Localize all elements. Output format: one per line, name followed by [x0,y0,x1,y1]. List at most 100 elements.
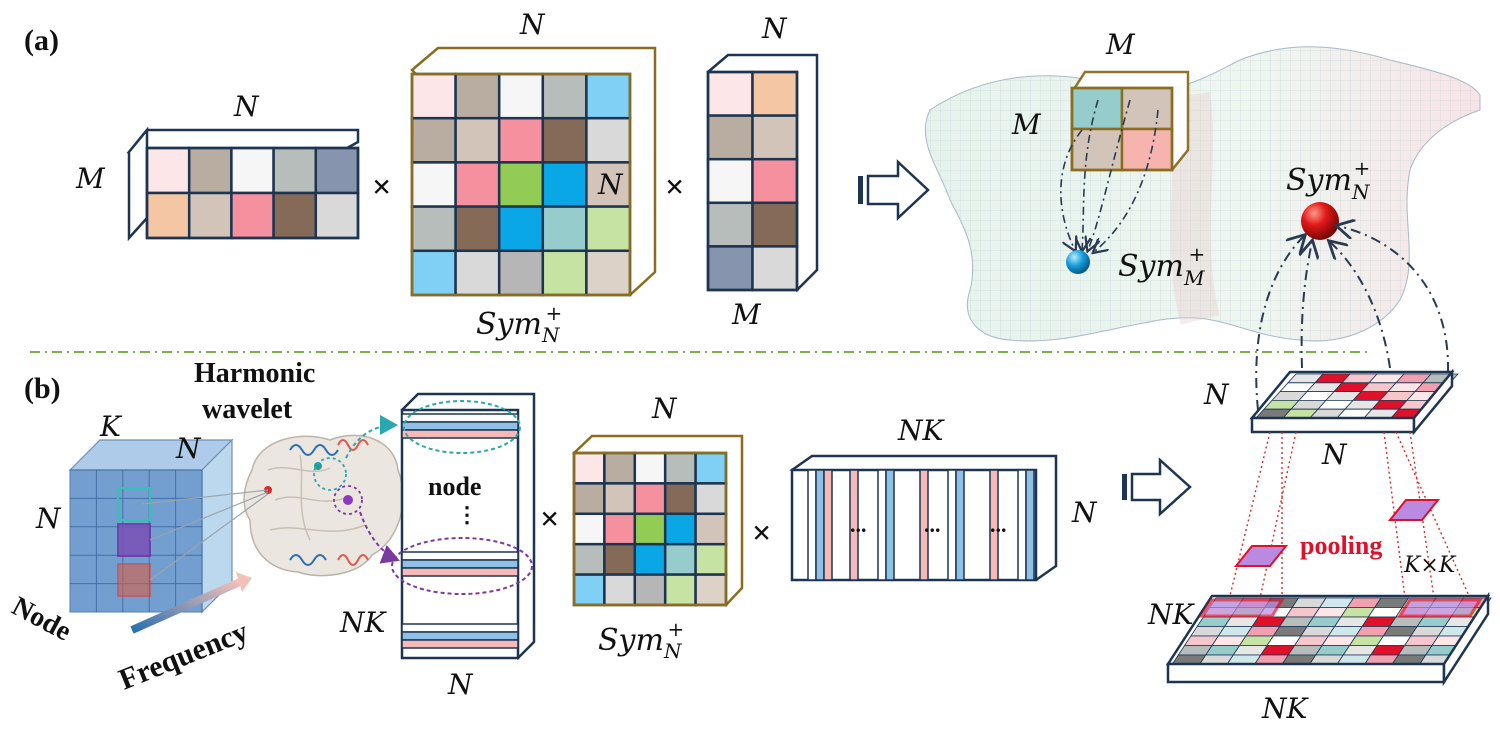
times-b-1: × [540,501,559,538]
panel-a-tag: (a) [24,24,59,57]
pooling-links [1225,431,1471,627]
cube-n-top-label: N [175,432,202,465]
small-matrix-top-label: M [1105,28,1136,61]
matrix-cell [497,205,545,253]
matrix-cell [603,451,637,485]
matrix-cell [454,116,501,164]
wide-stripe-blue [1025,469,1035,581]
harmonic-wavelet-title-1: Harmonic [194,358,315,389]
matrix-cell [663,482,697,516]
frequency-arrowhead [236,572,252,592]
matrix-cell [585,205,632,253]
matrix-cell [541,249,588,297]
cube-n-side-label: N [35,502,62,535]
matrix-cell [694,451,728,485]
wide-stripe-pink [823,469,833,581]
center-a-side-label: N [597,168,624,201]
matrix-cell [603,512,637,546]
matrix-cell [706,157,754,205]
wide-stripe-blue [955,469,965,581]
matrix-cell [706,245,754,292]
tall-stripe-blue [401,631,519,641]
wide-stripe-white [877,469,887,581]
matrix-cell [633,573,667,607]
cube-node-axis: Node [7,591,77,648]
matrix-cell [541,72,588,120]
matrix-cell [694,482,728,516]
times-a-1: × [372,169,391,206]
wide-stripe-white [807,469,817,581]
matrix-cell [694,512,728,546]
matrix-cell [497,116,545,164]
matrix-cell [694,573,728,607]
matrix-cell [1120,127,1174,172]
matrix-cell [603,542,637,576]
left-matrix-width-label: N [233,90,260,123]
center-b-top-label: N [651,392,678,425]
frequency-arrow [130,578,242,634]
matrix-cell [751,201,799,248]
matrix-cell [633,451,667,485]
matrix-cell [1070,86,1124,131]
matrix-cell [572,482,606,516]
projection-arrows-a [1060,99,1159,252]
projection-arrows-b [1255,226,1450,411]
wide-matrix-b: ... ... ... NK N [789,414,1098,582]
harmonic-wavelet-title-2: wavelet [202,394,293,425]
matrix-cell [572,573,606,607]
matrix-cell [706,114,754,161]
wide-stripe-white [947,469,957,581]
tall-stripe-white [401,623,519,633]
matrix-cell [751,70,799,117]
wide-stripe-pink [849,469,859,581]
small-plate: N N [1203,368,1459,471]
left-matrix-height-label: M [75,162,106,195]
pooling-label: pooling [1300,531,1382,560]
center-a-top-label: N [519,8,546,41]
tall-stripe-white [401,551,519,561]
red-sphere [1301,202,1339,240]
matrix-cell [572,451,606,485]
matrix-cell [1120,86,1174,131]
matrix-cell [454,249,501,297]
wide-side-label: N [1071,496,1098,529]
blue-sphere-label: SymM+ [1118,242,1205,290]
matrix-cell [633,482,667,516]
small-plate-side-label: N [1203,378,1230,411]
matrix-cell [145,146,191,195]
right-a-top-label: N [761,12,788,45]
matrix-cell [410,72,457,120]
matrix-cell [541,116,588,164]
matrix-cell [497,161,545,208]
times-a-2: × [665,169,684,206]
matrix-cell [572,542,606,576]
node-frequency-cube: K N N Node Frequency [7,410,253,696]
matrix-cell [314,146,360,195]
matrix-cell [706,70,754,117]
big-plate: NK NK [1147,591,1492,725]
matrix-cell [694,542,728,576]
matrix-cell [585,72,632,120]
matrix-cell [272,146,318,195]
matrix-cell [603,573,637,607]
tall-stripe-pink [401,639,519,649]
tall-node-text: node [428,472,481,501]
big-plate-side-label: NK [1147,598,1196,631]
matrix-cell [1070,127,1124,172]
matrix-cell [663,451,697,485]
wide-top-label: NK [897,414,946,447]
center-matrix-b: N SymN+ [572,392,744,663]
tall-stripe-blue [401,559,519,569]
matrix-cell [410,161,457,208]
wide-dots-3: ... [990,512,1007,537]
tall-stripe-pink [401,429,519,439]
panel-b-tag: (b) [24,372,61,405]
pooling-diamond-left [1233,545,1289,567]
matrix-cell [454,161,501,208]
wide-stripe-blue [815,469,825,581]
matrix-cell [541,205,588,253]
wide-stripe-blue [885,469,895,581]
kxk-label: K×K [1403,553,1457,578]
tall-side-label: NK [339,606,388,639]
